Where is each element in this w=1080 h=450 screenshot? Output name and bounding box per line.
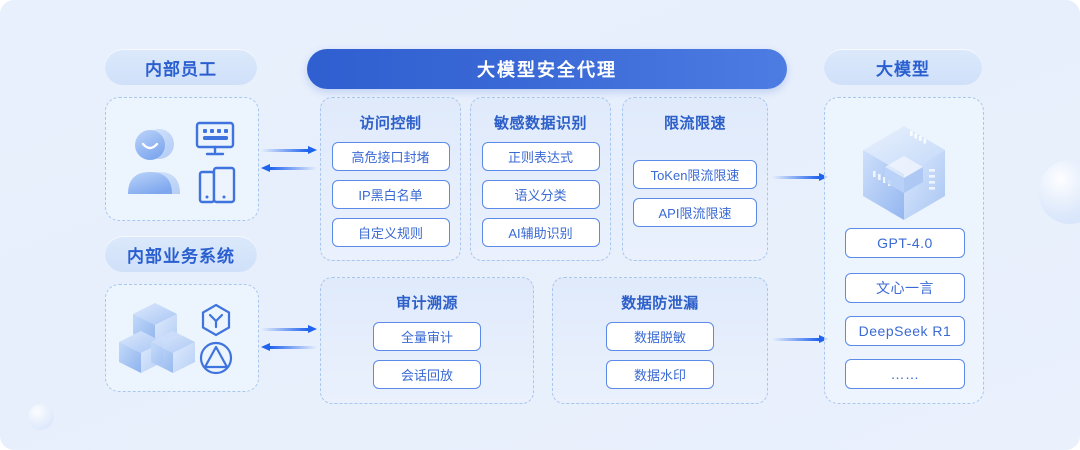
group-card-data-leak-prevention: 数据防泄漏 数据脱敏 数据水印	[552, 277, 768, 404]
server-cube-icon	[863, 126, 945, 220]
pill-large-model: 大模型	[824, 49, 982, 85]
group-title: 审计溯源	[395, 295, 458, 312]
decorative-blob	[1038, 160, 1080, 224]
group-card-audit-trace: 审计溯源 全量审计 会话回放	[320, 277, 534, 404]
user-avatar-icon	[128, 129, 180, 194]
panel-internal-employees	[105, 97, 259, 221]
model-chip[interactable]: DeepSeek R1	[845, 316, 965, 346]
pill-internal-employees: 内部员工	[105, 49, 257, 85]
arrow-proxy-to-systems-left	[261, 343, 317, 351]
chip-item[interactable]: 会话回放	[373, 360, 481, 389]
group-title: 数据防泄漏	[621, 295, 699, 312]
group-title: 限流限速	[663, 115, 726, 132]
chip-item[interactable]: 语义分类	[481, 180, 600, 209]
cube-stack-icon	[119, 303, 195, 373]
panel-internal-business-systems	[105, 284, 259, 392]
chip-item[interactable]: API限流限速	[633, 198, 757, 227]
group-card-sensitive-data-recognition: 敏感数据识别 正则表达式 语义分类 AI辅助识别	[470, 97, 611, 261]
desktop-monitor-icon	[195, 121, 235, 156]
chip-item[interactable]: 数据水印	[606, 360, 714, 389]
arrow-systems-to-proxy-right	[261, 325, 317, 333]
decorative-blob	[28, 404, 54, 430]
circle-triangle-icon	[199, 341, 233, 375]
group-card-access-control: 访问控制 高危接口封堵 IP黑白名单 自定义规则	[320, 97, 461, 261]
chip-item[interactable]: AI辅助识别	[481, 218, 600, 247]
mobile-devices-icon	[198, 166, 236, 204]
chip-item[interactable]: 数据脱敏	[606, 322, 714, 351]
arrow-proxy-to-model-top	[772, 173, 828, 181]
chip-item[interactable]: IP黑白名单	[331, 180, 450, 209]
chip-item[interactable]: 自定义规则	[331, 218, 450, 247]
hexagon-y-icon	[201, 303, 231, 337]
arrow-proxy-to-model-bottom	[772, 335, 828, 343]
group-card-rate-limiting: 限流限速 ToKen限流限速 API限流限速	[622, 97, 768, 261]
chip-item[interactable]: 高危接口封堵	[331, 142, 450, 171]
chip-item[interactable]: 全量审计	[373, 322, 481, 351]
model-chip[interactable]: ……	[845, 359, 965, 389]
model-chip[interactable]: 文心一言	[845, 273, 965, 303]
group-title: 访问控制	[359, 115, 422, 132]
arrow-proxy-to-employees-left	[261, 164, 317, 172]
group-title: 敏感数据识别	[493, 115, 587, 132]
banner-title: 大模型安全代理	[307, 49, 787, 89]
pill-internal-business-systems: 内部业务系统	[105, 236, 257, 272]
model-chip[interactable]: GPT-4.0	[845, 228, 965, 258]
arrow-employees-to-proxy-right	[261, 146, 317, 154]
chip-item[interactable]: ToKen限流限速	[633, 160, 757, 189]
chip-item[interactable]: 正则表达式	[481, 142, 600, 171]
